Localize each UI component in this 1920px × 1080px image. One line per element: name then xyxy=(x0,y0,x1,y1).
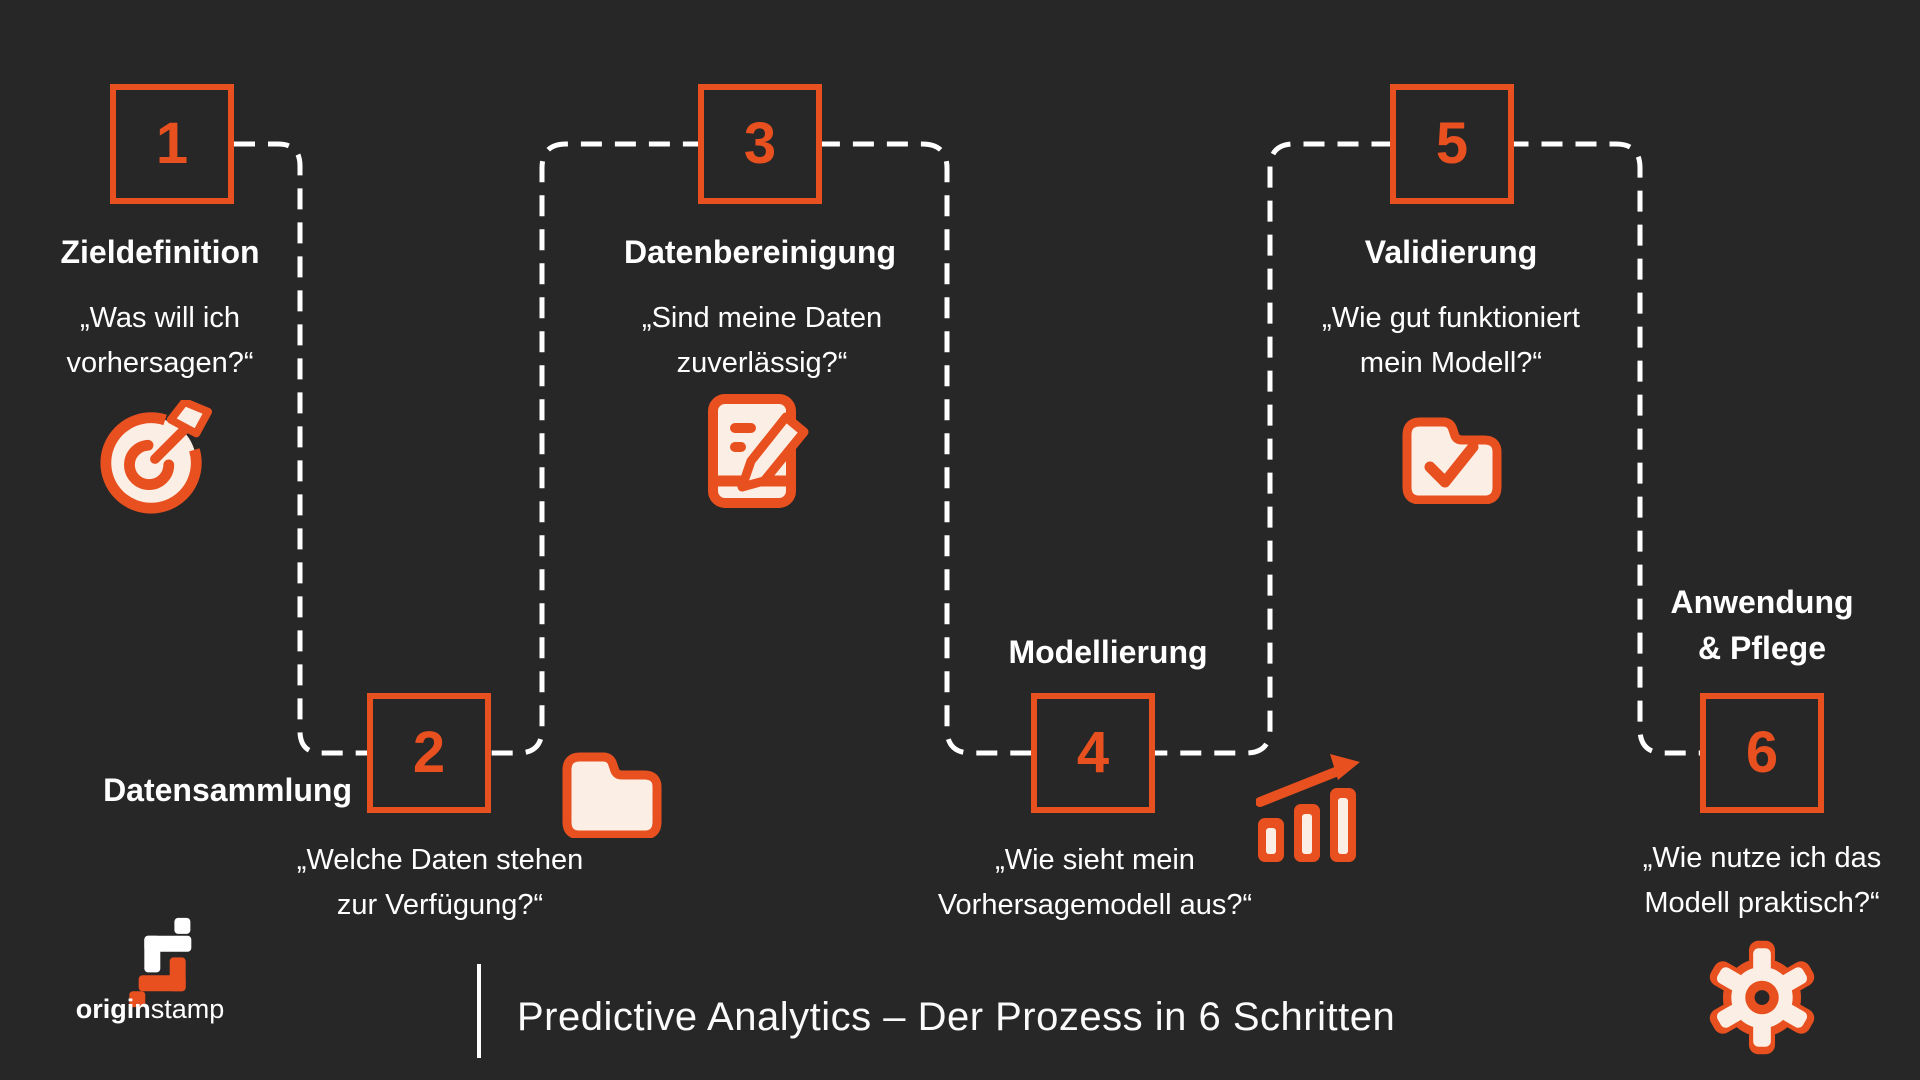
folder-check-icon xyxy=(1402,417,1502,504)
step-5-number: 5 xyxy=(1435,111,1469,176)
step-6-quote: „Wie nutze ich das Modell praktisch?“ xyxy=(1642,842,1882,919)
logo-text-light: stamp xyxy=(150,994,225,1024)
footer-divider xyxy=(477,964,481,1058)
step-5-quote: „Wie gut funktioniert mein Modell?“ xyxy=(1322,302,1580,379)
step-4-quote: „Wie sieht mein Vorhersagemodell aus?“ xyxy=(937,844,1253,921)
footer-caption: Predictive Analytics – Der Prozess in 6 … xyxy=(517,995,1396,1039)
step-5-number-box: 5 xyxy=(1390,84,1514,204)
process-connector-path xyxy=(234,141,1762,756)
target-icon xyxy=(100,400,213,514)
step-2-number: 2 xyxy=(412,720,446,785)
step-3-title: Datenbereinigung xyxy=(623,234,896,270)
folder-icon xyxy=(562,752,662,838)
step-2-quote: „Welche Daten stehen zur Verfügung?“ xyxy=(296,844,584,921)
step-6-number: 6 xyxy=(1745,720,1779,785)
step-2-title: Datensammlung xyxy=(103,772,352,808)
originstamp-logo-text: originstamp xyxy=(55,994,245,1025)
logo-text-bold: origin xyxy=(75,994,151,1024)
step-6-title: Anwendung & Pflege xyxy=(1670,584,1854,666)
step-1-number: 1 xyxy=(155,111,189,176)
step-4-number: 4 xyxy=(1076,720,1110,785)
gear-icon xyxy=(1709,940,1815,1055)
step-3-number: 3 xyxy=(743,111,777,176)
growth-chart-icon xyxy=(1256,754,1360,862)
step-1-quote: „Was will ich vorhersagen?“ xyxy=(66,302,254,379)
document-edit-icon xyxy=(708,394,809,508)
step-3-quote: „Sind meine Daten zuverlässig?“ xyxy=(641,302,883,379)
step-6-number-box: 6 xyxy=(1700,693,1824,813)
step-5-title: Validierung xyxy=(1364,234,1538,270)
step-4-title: Modellierung xyxy=(1008,634,1208,670)
step-3-number-box: 3 xyxy=(698,84,822,204)
step-2-number-box: 2 xyxy=(367,693,491,813)
step-1-title: Zieldefinition xyxy=(60,234,260,270)
step-4-number-box: 4 xyxy=(1031,693,1155,813)
step-1-number-box: 1 xyxy=(110,84,234,204)
originstamp-logo-icon xyxy=(129,917,192,1008)
